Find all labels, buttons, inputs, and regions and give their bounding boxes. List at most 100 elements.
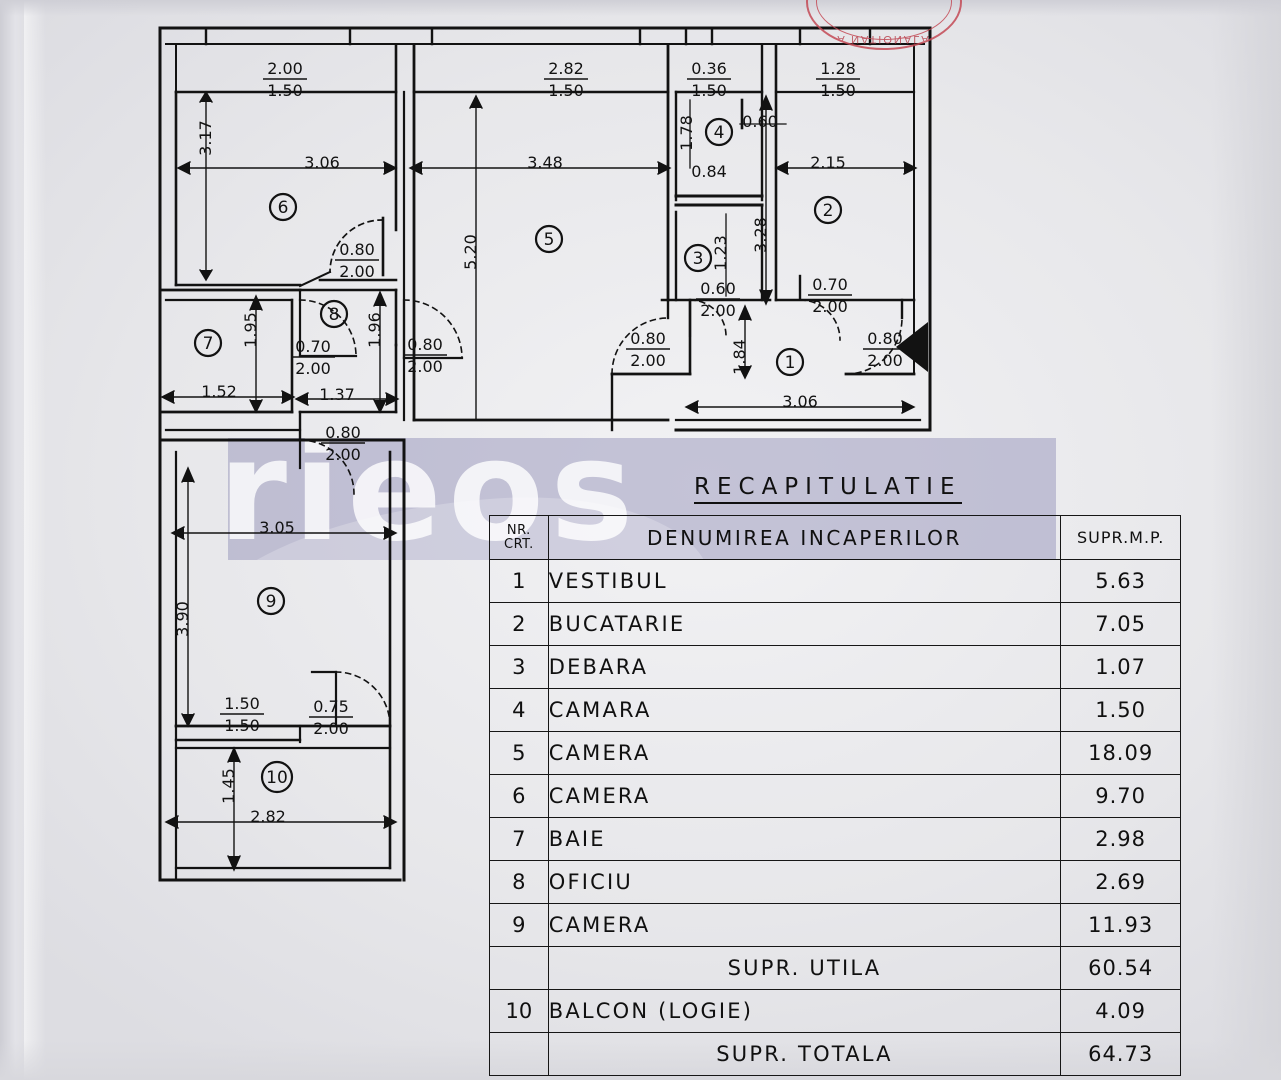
row-nr: 5 xyxy=(489,731,549,775)
svg-text:1.52: 1.52 xyxy=(201,382,237,401)
row-area: 11.93 xyxy=(1060,903,1181,947)
svg-text:8: 8 xyxy=(329,305,340,325)
row-name: CAMERA xyxy=(547,903,1062,947)
window-dimension-label: 1.28 1.50 xyxy=(816,59,860,100)
row-name: CAMERA xyxy=(547,731,1062,775)
svg-text:2.00: 2.00 xyxy=(325,445,361,464)
window-dimension-label: 2.82 1.50 xyxy=(544,59,588,100)
header-nr-crt: NR. CRT. xyxy=(489,515,549,560)
row-nr xyxy=(489,946,549,990)
dimension-label: 1.52 xyxy=(201,382,237,401)
row-area: 4.09 xyxy=(1060,989,1181,1033)
row-nr: 1 xyxy=(489,559,549,603)
dimension-label: 0.60 xyxy=(742,112,778,131)
svg-text:2.00: 2.00 xyxy=(700,301,736,320)
row-name: SUPR. UTILA xyxy=(547,946,1062,990)
dimension-label: 3.48 xyxy=(527,153,563,172)
row-area: 1.50 xyxy=(1060,688,1181,732)
dimension-label: 3.17 xyxy=(196,120,215,156)
row-name: DEBARA xyxy=(547,645,1062,689)
row-name: SUPR. TOTALA xyxy=(547,1032,1062,1076)
door-dimension-label: 0.70 2.00 xyxy=(808,275,852,316)
svg-text:0.70: 0.70 xyxy=(812,275,848,294)
door-dimension-label: 0.602.00 xyxy=(696,279,740,320)
door-dimension-label: 0.75 2.00 xyxy=(309,697,353,738)
official-stamp: A NATIONALA xyxy=(806,0,962,50)
svg-text:2.00: 2.00 xyxy=(812,297,848,316)
svg-text:1.45: 1.45 xyxy=(219,768,238,804)
svg-text:1.96: 1.96 xyxy=(365,312,384,348)
svg-text:2.00: 2.00 xyxy=(867,351,903,370)
door-dimension-label: 0.80 2.00 xyxy=(321,423,365,464)
svg-text:2.00: 2.00 xyxy=(339,262,375,281)
row-nr xyxy=(489,1032,549,1076)
row-area: 18.09 xyxy=(1060,731,1181,775)
svg-text:1.50: 1.50 xyxy=(548,81,584,100)
svg-text:1.50: 1.50 xyxy=(224,716,260,735)
door-dimension-label: 1.50 1.50 xyxy=(220,694,264,735)
row-name: BALCON (LOGIE) xyxy=(547,989,1062,1033)
svg-text:5.20: 5.20 xyxy=(461,234,480,270)
room-marker-6: 6 xyxy=(268,192,298,222)
row-name: VESTIBUL xyxy=(547,559,1062,603)
svg-text:0.36: 0.36 xyxy=(691,59,727,78)
row-name: CAMARA xyxy=(547,688,1062,732)
dimension-label: 1.96 xyxy=(365,312,384,348)
dimension-label: 3.28 xyxy=(751,217,770,253)
dimension-label: 1.23 xyxy=(711,235,730,271)
svg-text:2: 2 xyxy=(823,201,834,221)
door-dimension-label: 0.802.00 xyxy=(863,329,907,370)
recapitulatie-table: NR. CRT. DENUMIREA INCAPERILOR SUPR.M.P.… xyxy=(489,515,1181,1076)
svg-text:3.17: 3.17 xyxy=(196,120,215,156)
door-dimension-label: 0.702.00 xyxy=(291,337,335,378)
row-area: 2.69 xyxy=(1060,860,1181,904)
dimension-label: 0.84 xyxy=(691,162,727,181)
room-marker-4: 4 xyxy=(704,117,734,147)
dimension-label: 2.82 xyxy=(250,807,286,826)
svg-text:9: 9 xyxy=(266,592,277,612)
row-nr: 2 xyxy=(489,602,549,646)
svg-text:3.28: 3.28 xyxy=(751,217,770,253)
svg-text:1.50: 1.50 xyxy=(224,694,260,713)
row-area: 2.98 xyxy=(1060,817,1181,861)
dimension-label: 1.37 xyxy=(319,385,355,404)
dimension-label: 3.06 xyxy=(304,153,340,172)
svg-text:0.80: 0.80 xyxy=(630,329,666,348)
svg-text:2.00: 2.00 xyxy=(267,59,303,78)
entrance-arrow-icon xyxy=(896,322,928,372)
svg-text:0.75: 0.75 xyxy=(313,697,349,716)
svg-text:0.80: 0.80 xyxy=(407,335,443,354)
window-dimension-label: 2.00 1.50 xyxy=(263,59,307,100)
svg-text:2.00: 2.00 xyxy=(313,719,349,738)
svg-text:1.50: 1.50 xyxy=(691,81,727,100)
svg-text:1.37: 1.37 xyxy=(319,385,355,404)
svg-text:10: 10 xyxy=(266,768,288,788)
svg-text:3.06: 3.06 xyxy=(782,392,818,411)
room-marker-9: 9 xyxy=(256,586,286,616)
header-nr-line1: NR. xyxy=(506,522,531,538)
row-nr: 7 xyxy=(489,817,549,861)
svg-text:0.70: 0.70 xyxy=(295,337,331,356)
svg-text:1.50: 1.50 xyxy=(267,81,303,100)
svg-text:3.90: 3.90 xyxy=(173,601,192,637)
svg-text:5: 5 xyxy=(544,230,555,250)
svg-text:0.80: 0.80 xyxy=(325,423,361,442)
row-area: 60.54 xyxy=(1060,946,1181,990)
dimension-label: 2.15 xyxy=(810,153,846,172)
svg-text:1.50: 1.50 xyxy=(820,81,856,100)
svg-text:1.84: 1.84 xyxy=(730,339,749,375)
svg-text:1.28: 1.28 xyxy=(820,59,856,78)
svg-text:2.82: 2.82 xyxy=(548,59,584,78)
room-marker-7: 7 xyxy=(193,328,223,358)
door-dimension-label: 0.802.00 xyxy=(403,335,447,376)
dimension-label: 1.95 xyxy=(241,312,260,348)
